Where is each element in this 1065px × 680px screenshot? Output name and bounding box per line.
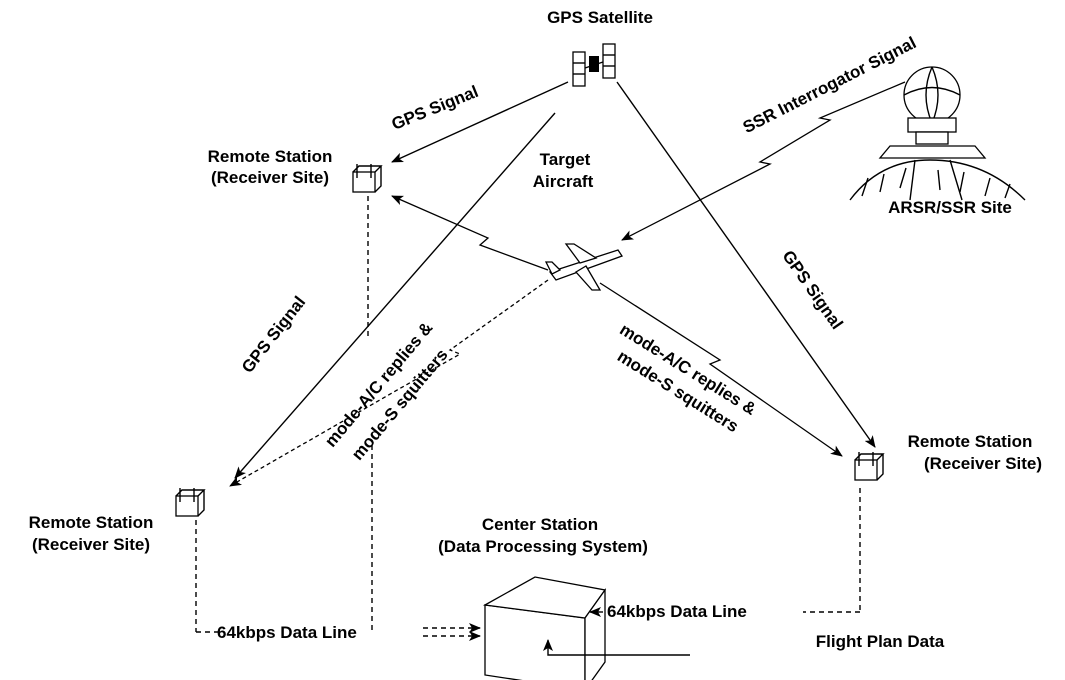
radar-site-icon — [849, 66, 1026, 201]
remote-station-top-left-icon — [352, 164, 383, 193]
data-line-right-label: 64kbps Data Line — [607, 602, 747, 621]
remote-station-left-label-line2: (Receiver Site) — [32, 535, 150, 554]
remote-station-right-label-line2: (Receiver Site) — [924, 454, 1042, 473]
remote-station-right-icon — [854, 452, 885, 481]
gps-signal-arrow-right — [616, 81, 876, 448]
gps-satellite-icon — [572, 43, 616, 87]
remote-station-left-label-line1: Remote Station — [29, 513, 154, 532]
remote-station-top-left-label-line1: Remote Station — [208, 147, 333, 166]
remote-station-left-icon — [175, 488, 206, 517]
ssr-interrogator-signal-label: SSR Interrogator Signal — [740, 33, 919, 137]
gps-satellite-label: GPS Satellite — [547, 8, 653, 27]
reply-arrow-top-left — [391, 195, 549, 271]
center-station-icon — [482, 576, 607, 680]
gps-signal-arrow-left — [234, 112, 556, 479]
data-line-left-label: 64kbps Data Line — [217, 623, 357, 642]
gps-signal-arrow-top-left — [391, 81, 569, 163]
ssr-interrogator-signal-arrow — [621, 81, 906, 241]
flight-plan-data-arrow — [543, 639, 690, 656]
center-station-label-line2: (Data Processing System) — [438, 537, 648, 556]
reply-arrow-right — [599, 282, 843, 457]
aircraft-icon — [544, 243, 623, 291]
remote-station-top-left-label-line2: (Receiver Site) — [211, 168, 329, 187]
gps-signal-right-label: GPS Signal — [778, 247, 846, 333]
flight-plan-data-label: Flight Plan Data — [816, 632, 945, 651]
arsr-ssr-site-label: ARSR/SSR Site — [888, 198, 1012, 217]
remote-station-right-label-line1: Remote Station — [908, 432, 1033, 451]
center-station-label-line1: Center Station — [482, 515, 598, 534]
gps-signal-top-label: GPS Signal — [389, 82, 481, 134]
gps-signal-left-label: GPS Signal — [238, 293, 309, 377]
target-aircraft-label-line2: Aircraft — [533, 172, 594, 191]
target-aircraft-label-line1: Target — [540, 150, 591, 169]
